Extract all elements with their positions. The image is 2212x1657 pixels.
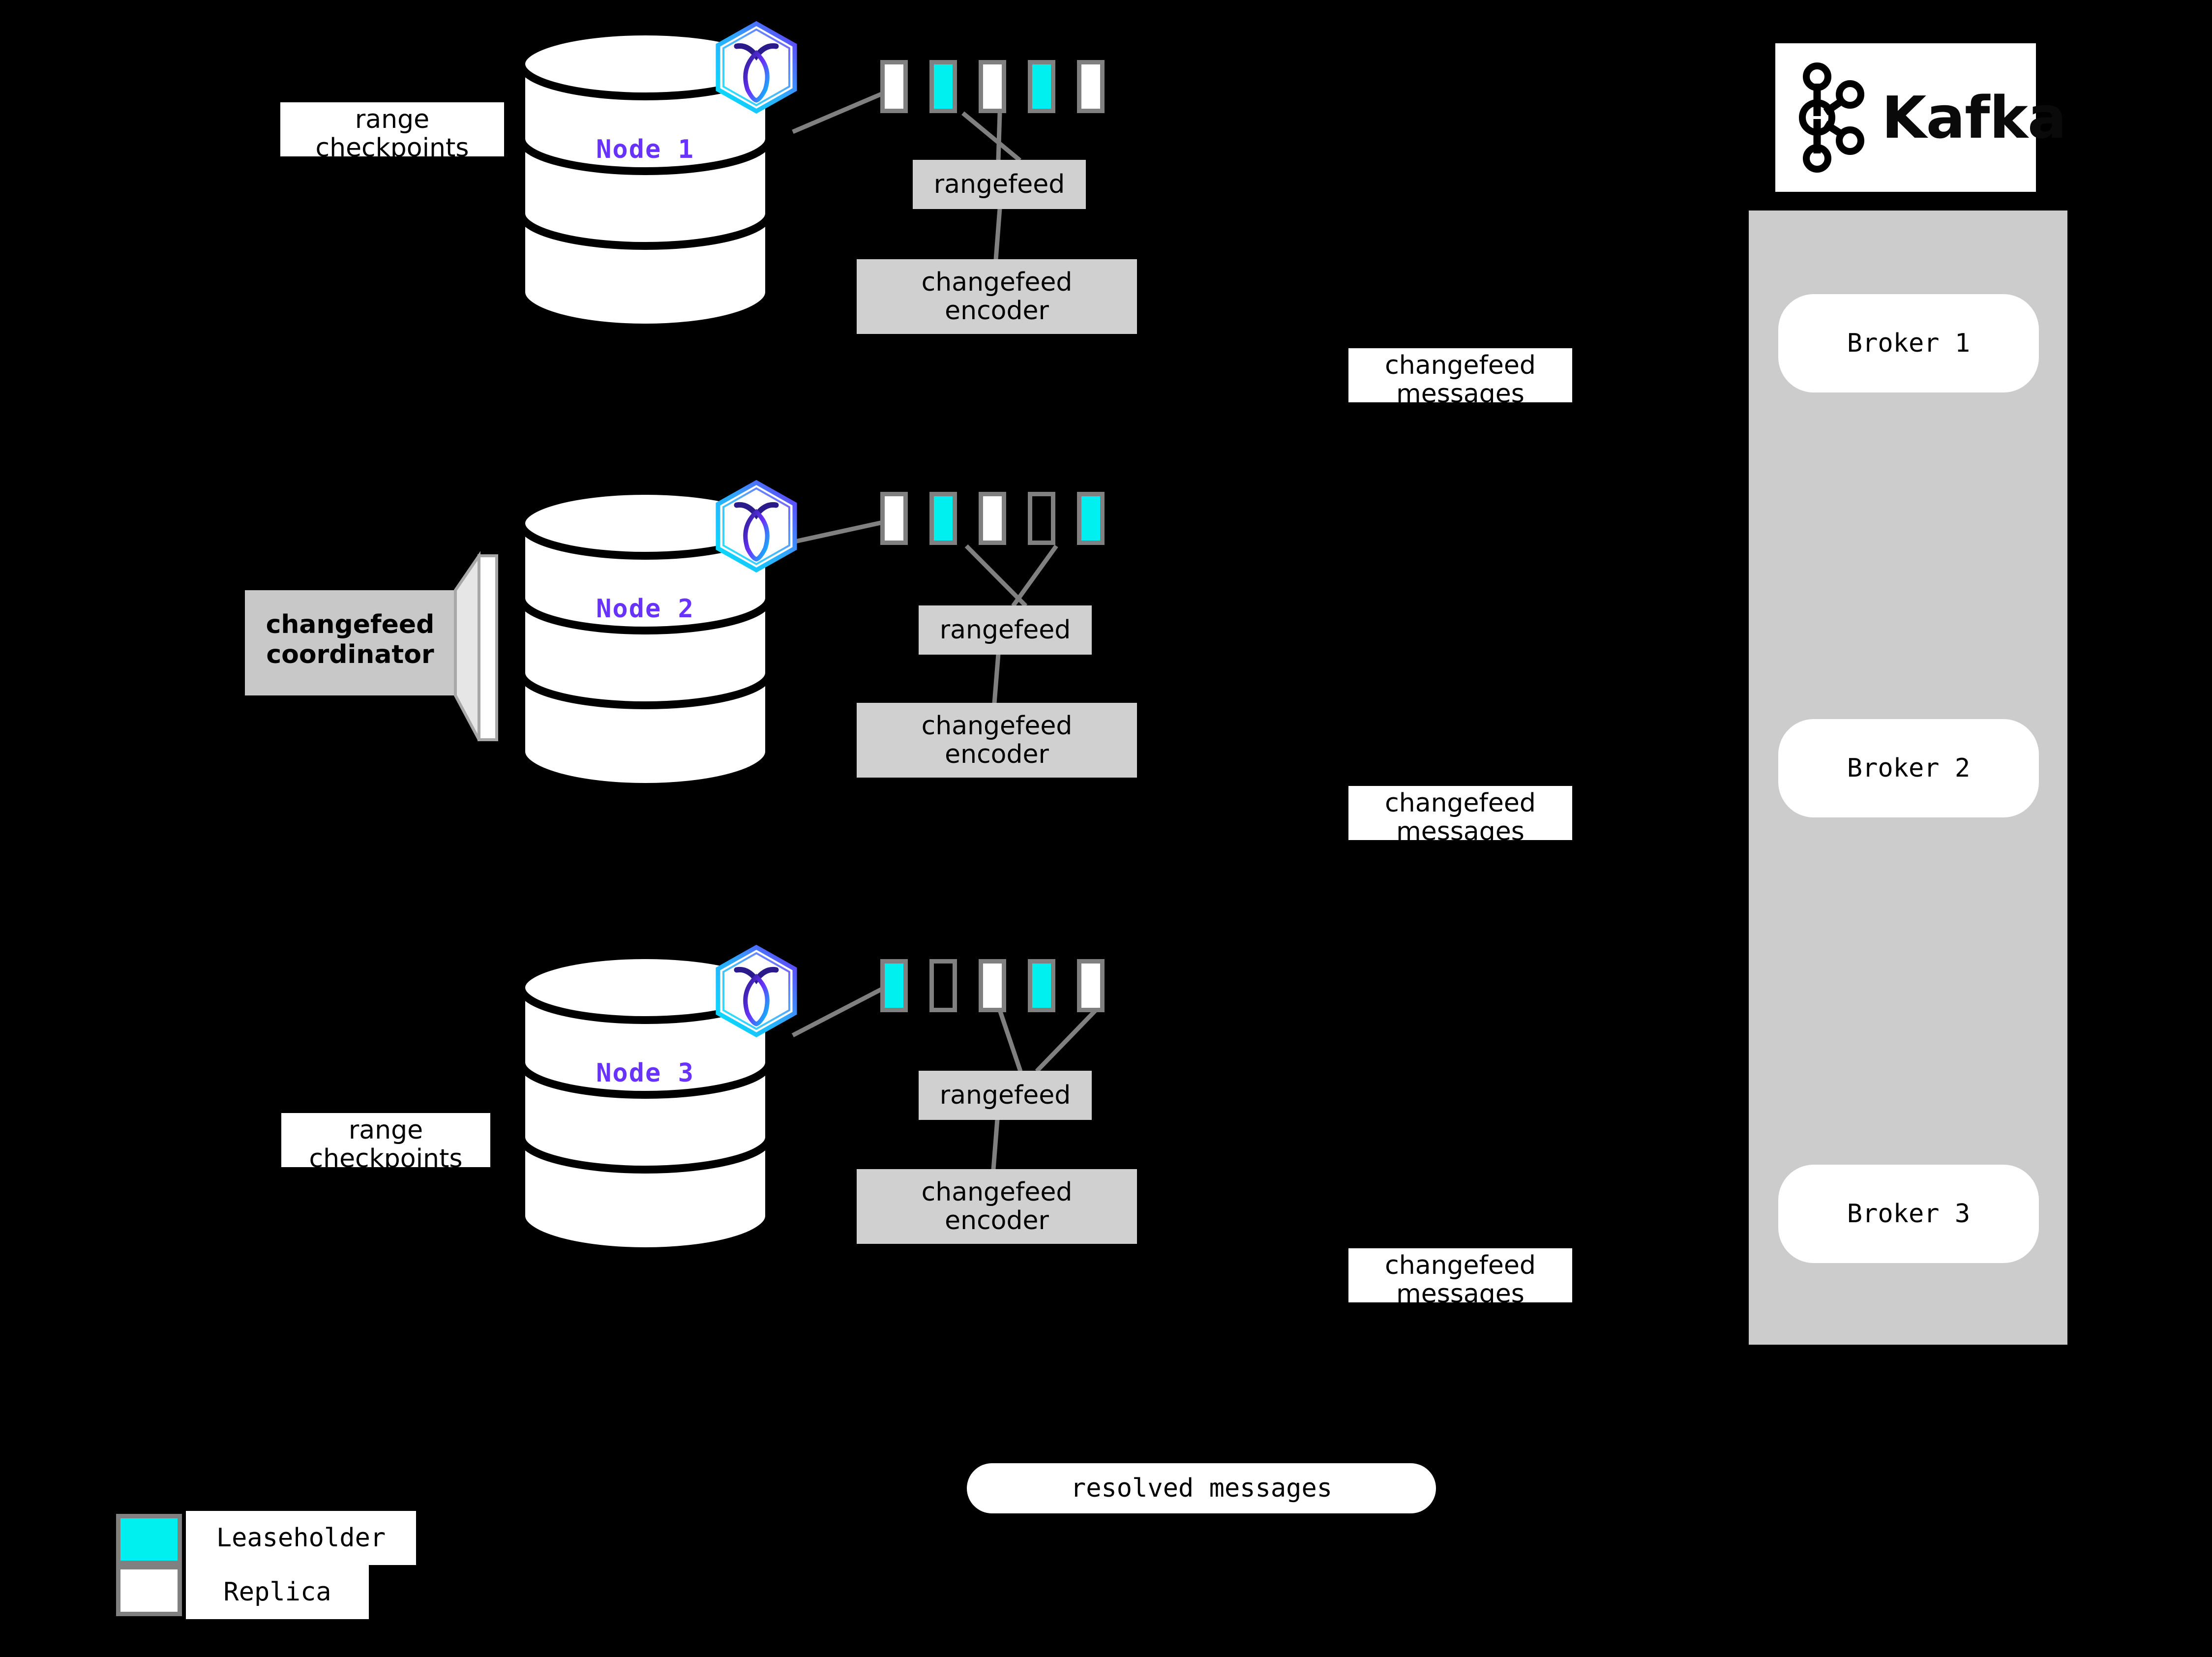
range-box[interactable] <box>929 60 957 113</box>
kafka-wordmark: Kafka <box>1882 84 2067 151</box>
changefeed-messages-label-3: changefeed messages <box>1348 1248 1572 1302</box>
node-1-range-row <box>880 60 1126 113</box>
broker-1-box[interactable]: Broker 1 <box>1778 294 2039 392</box>
node-3-changefeed-encoder-box[interactable]: changefeed encoder <box>857 1169 1137 1244</box>
cockroachdb-hexagon-icon <box>712 944 801 1038</box>
legend-swatch-leaseholder <box>116 1514 182 1565</box>
legend-swatch-replica <box>116 1565 182 1616</box>
changefeed-coordinator-label: changefeed coordinator <box>266 610 435 670</box>
node-3-rangefeed-box[interactable]: rangefeed <box>919 1071 1092 1120</box>
node-2-cylinder: Node 2 <box>515 485 775 790</box>
changefeed-messages-label-1: changefeed messages <box>1348 348 1572 402</box>
node-3-cylinder: Node 3 <box>515 949 775 1254</box>
range-box[interactable] <box>880 492 908 545</box>
range-box[interactable] <box>1077 959 1105 1012</box>
broker-2-box[interactable]: Broker 2 <box>1778 719 2039 817</box>
kafka-logo-box: Kafka <box>1775 43 2067 192</box>
changefeed-coordinator-callout[interactable]: changefeed coordinator <box>245 547 520 749</box>
range-box[interactable] <box>979 492 1006 545</box>
node-3-label: Node 3 <box>596 1058 694 1088</box>
node-2-rangefeed-box[interactable]: rangefeed <box>919 605 1092 655</box>
node-2-range-row <box>880 492 1126 545</box>
broker-3-box[interactable]: Broker 3 <box>1778 1165 2039 1263</box>
node-2-changefeed-encoder-box[interactable]: changefeed encoder <box>857 703 1137 778</box>
range-box[interactable] <box>979 959 1006 1012</box>
range-box[interactable] <box>979 60 1006 113</box>
cockroachdb-hexagon-icon <box>712 21 801 114</box>
range-checkpoints-label-bottom: range checkpoints <box>281 1113 490 1167</box>
node-1-label: Node 1 <box>596 135 694 164</box>
range-checkpoints-label-top: range checkpoints <box>280 102 504 156</box>
node-1-cylinder: Node 1 <box>515 26 775 331</box>
node-1-rangefeed-box[interactable]: rangefeed <box>913 160 1086 209</box>
range-box[interactable] <box>1077 60 1105 113</box>
range-box[interactable] <box>1028 959 1055 1012</box>
legend-label-leaseholder: Leaseholder <box>186 1511 416 1565</box>
range-box[interactable] <box>880 959 908 1012</box>
legend-label-replica: Replica <box>186 1565 369 1619</box>
cockroachdb-hexagon-icon <box>712 480 801 573</box>
node-3-range-row <box>880 959 1126 1012</box>
node-1-changefeed-encoder-box[interactable]: changefeed encoder <box>857 259 1137 334</box>
range-box[interactable] <box>1077 492 1105 545</box>
changefeed-messages-label-2: changefeed messages <box>1348 786 1572 840</box>
range-box[interactable] <box>1028 492 1055 545</box>
node-2-label: Node 2 <box>596 594 694 624</box>
resolved-messages-pill[interactable]: resolved messages <box>967 1463 1436 1513</box>
range-box[interactable] <box>929 959 957 1012</box>
range-box[interactable] <box>880 60 908 113</box>
range-box[interactable] <box>929 492 957 545</box>
range-box[interactable] <box>1028 60 1055 113</box>
kafka-node-graph-icon <box>1795 61 1869 174</box>
